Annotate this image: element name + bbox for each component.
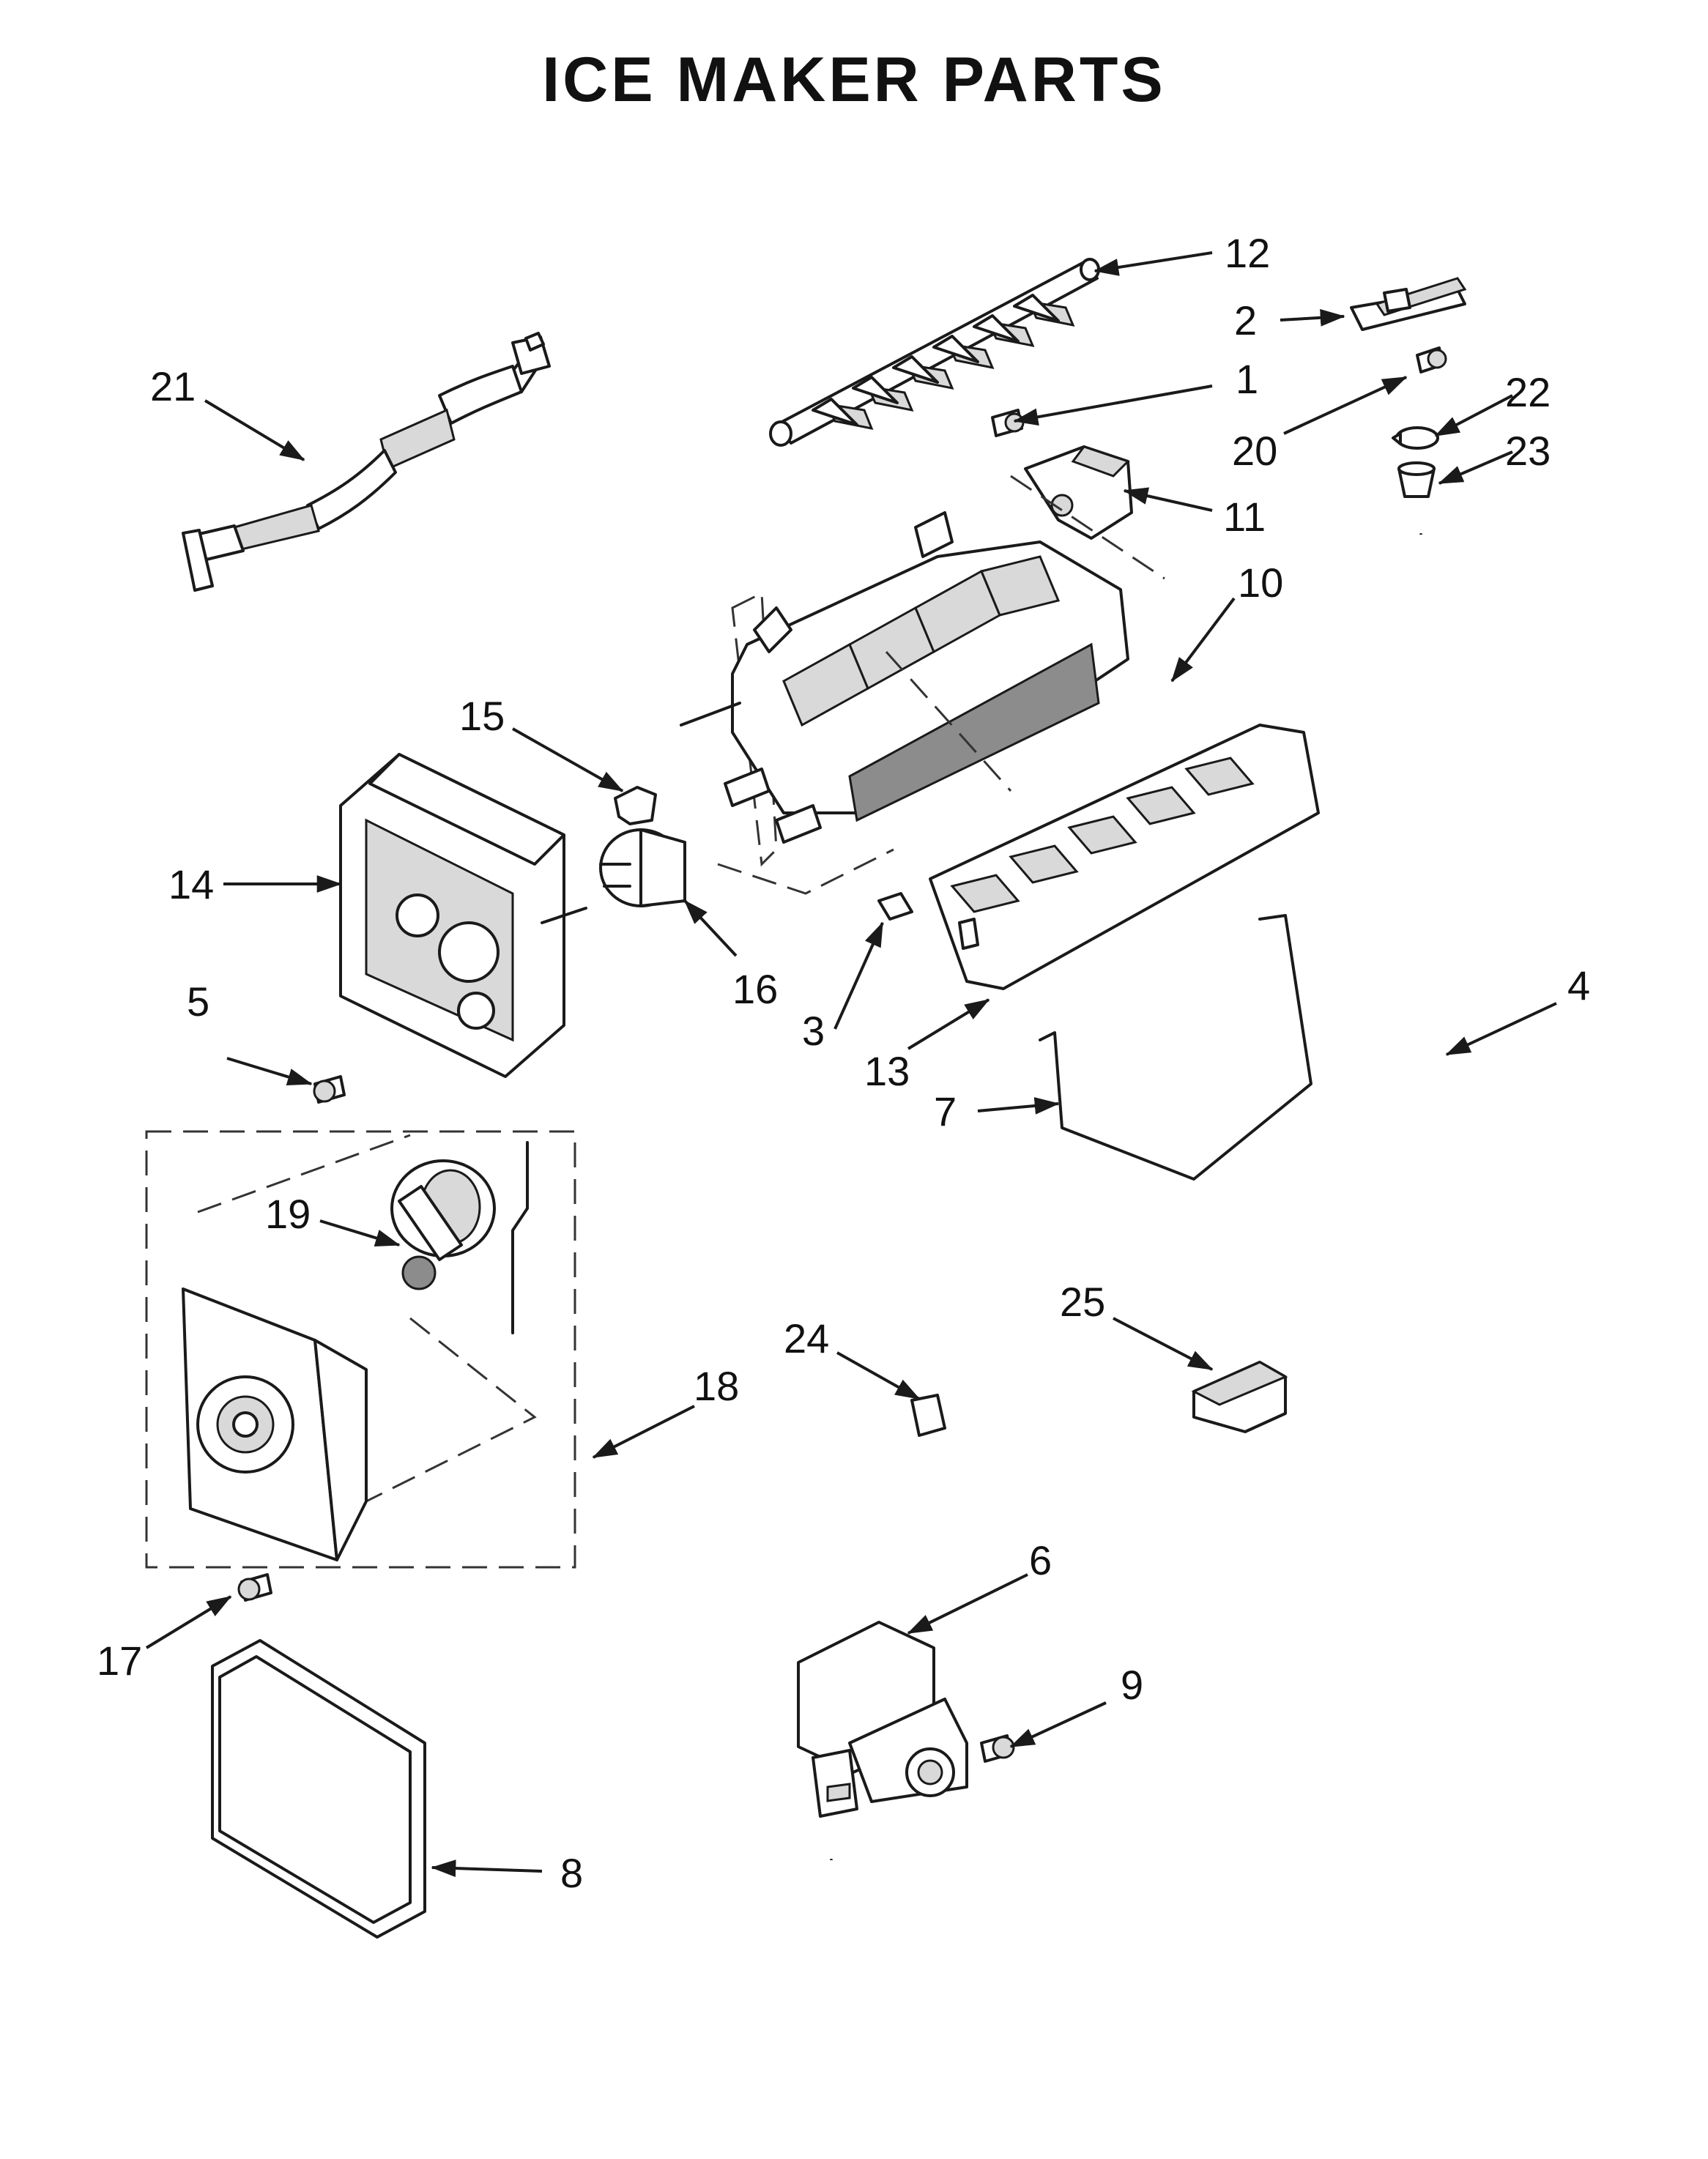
control-housing-part-14 xyxy=(339,753,587,1078)
callout-6: 6 xyxy=(1029,1537,1052,1583)
screw-part-9 xyxy=(980,1734,1015,1763)
callout-20: 20 xyxy=(1232,428,1277,474)
callout-4: 4 xyxy=(1567,962,1590,1008)
fitting-part-23 xyxy=(1397,461,1436,498)
callout-24: 24 xyxy=(784,1315,829,1361)
callout-2: 2 xyxy=(1234,297,1257,343)
callout-1: 1 xyxy=(1236,356,1258,402)
water-valve-part-6 xyxy=(797,1621,968,1818)
callout-5: 5 xyxy=(187,978,209,1025)
screw-part-20 xyxy=(1416,346,1447,374)
clamp-part-22 xyxy=(1392,426,1439,450)
callout-23: 23 xyxy=(1505,428,1551,474)
callout-9: 9 xyxy=(1121,1662,1143,1708)
clip-part-3 xyxy=(877,892,913,921)
callout-3: 3 xyxy=(802,1008,825,1054)
callout-labels: 12 2 21 1 22 20 23 11 10 15 14 16 3 5 4 … xyxy=(97,230,1590,1896)
callout-8: 8 xyxy=(560,1850,583,1896)
shutoff-arm-part-7 xyxy=(1039,914,1312,1181)
ejector-shaft-part-12 xyxy=(769,258,1100,447)
callout-13: 13 xyxy=(864,1048,910,1094)
ice-mold-part-10 xyxy=(680,475,1165,895)
callout-16: 16 xyxy=(732,966,778,1012)
callout-11: 11 xyxy=(1223,494,1266,540)
screw-part-17 xyxy=(237,1573,272,1602)
clip-part-24 xyxy=(910,1394,946,1437)
callout-15: 15 xyxy=(459,693,505,739)
motor-part-19 xyxy=(390,1141,529,1334)
callout-10: 10 xyxy=(1238,560,1283,606)
thermostat-part-16 xyxy=(599,828,686,907)
callout-12: 12 xyxy=(1225,230,1270,276)
page-title: ICE MAKER PARTS xyxy=(542,45,1166,115)
screw-part-5 xyxy=(313,1075,346,1104)
callout-25: 25 xyxy=(1060,1279,1105,1325)
control-module-part-18 xyxy=(145,1130,576,1569)
callout-17: 17 xyxy=(97,1638,142,1684)
callout-7: 7 xyxy=(934,1088,957,1134)
callout-21: 21 xyxy=(150,363,196,409)
water-tube-part-4 xyxy=(829,533,1427,2111)
pad-part-8 xyxy=(211,1639,426,1939)
fill-cup-part-2 xyxy=(1350,277,1467,331)
bracket-part-11 xyxy=(1024,445,1133,540)
leader-arrows xyxy=(145,251,1557,1877)
block-part-25 xyxy=(1191,1361,1288,1433)
stripper-part-13 xyxy=(929,724,1320,990)
wire-harness-part-21 xyxy=(182,332,551,592)
callout-22: 22 xyxy=(1505,369,1551,415)
callout-18: 18 xyxy=(694,1363,739,1409)
callout-19: 19 xyxy=(265,1191,311,1237)
clip-part-15 xyxy=(614,786,657,825)
callout-14: 14 xyxy=(168,861,214,907)
screw-part-1 xyxy=(991,409,1025,437)
